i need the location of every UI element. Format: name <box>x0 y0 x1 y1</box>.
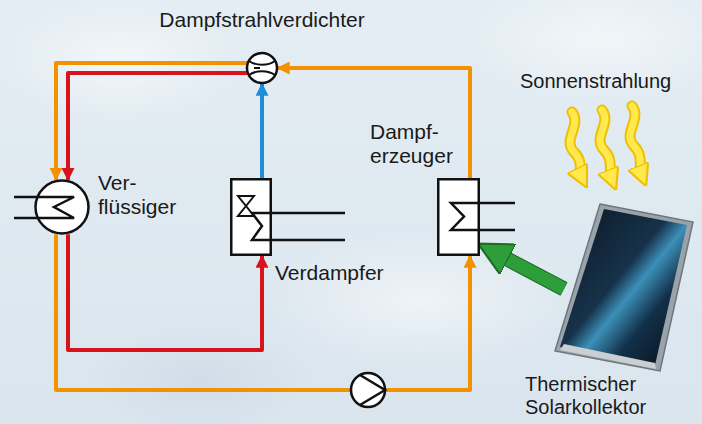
condenser-stub <box>14 217 38 220</box>
pipe-line <box>490 250 564 289</box>
sun-ray <box>600 110 612 180</box>
sun-ray <box>600 110 612 180</box>
generator-stub <box>480 229 515 232</box>
pipe-connector <box>490 250 564 289</box>
ejector-symbol-outline <box>246 52 278 84</box>
condenser-symbol: Ver- flüssiger <box>34 179 90 235</box>
evaporator-stub <box>272 212 345 215</box>
ejector-symbol: Dampfstrahlverdichter <box>246 52 278 84</box>
condenser-stub <box>14 196 38 199</box>
solar-collector-outline <box>552 203 694 371</box>
solar-collector: Thermischer Solarkollektor <box>552 203 694 371</box>
sun-ray <box>630 106 642 176</box>
steam-generator-box-outline <box>437 178 480 256</box>
node-label: Dampfstrahlverdichter <box>132 8 392 32</box>
node-label: Thermischer Solarkollektor <box>525 373 685 419</box>
pipe-line <box>278 68 470 178</box>
arrow-outline <box>490 250 564 289</box>
evaporator-box-outline <box>230 178 272 256</box>
pipe-line <box>260 84 264 178</box>
steam-generator-box: Dampf- erzeuger <box>437 178 480 256</box>
pipe-connector <box>56 234 470 390</box>
pipe-line <box>56 63 247 180</box>
generator-stub <box>480 202 515 205</box>
free-label: Sonnenstrahlung <box>520 70 671 93</box>
sun-ray <box>570 112 582 178</box>
pipe-line <box>68 73 247 180</box>
pipe-connector <box>262 84 263 178</box>
pipe-connector <box>278 68 470 178</box>
pipe-line <box>56 234 470 390</box>
evaporator-box: Verdampfer <box>230 178 272 256</box>
evaporator-stub <box>272 239 345 242</box>
node-label: Dampf- erzeuger <box>370 120 462 168</box>
sun-ray <box>630 106 642 176</box>
condenser-symbol-outline <box>34 179 90 235</box>
sun-rays <box>570 106 642 180</box>
node-label: Ver- flüssiger <box>98 171 198 219</box>
pump-symbol <box>351 373 385 407</box>
node-label: Verdampfer <box>275 261 405 285</box>
pipe-connector <box>56 63 247 180</box>
sun-ray <box>570 112 582 178</box>
